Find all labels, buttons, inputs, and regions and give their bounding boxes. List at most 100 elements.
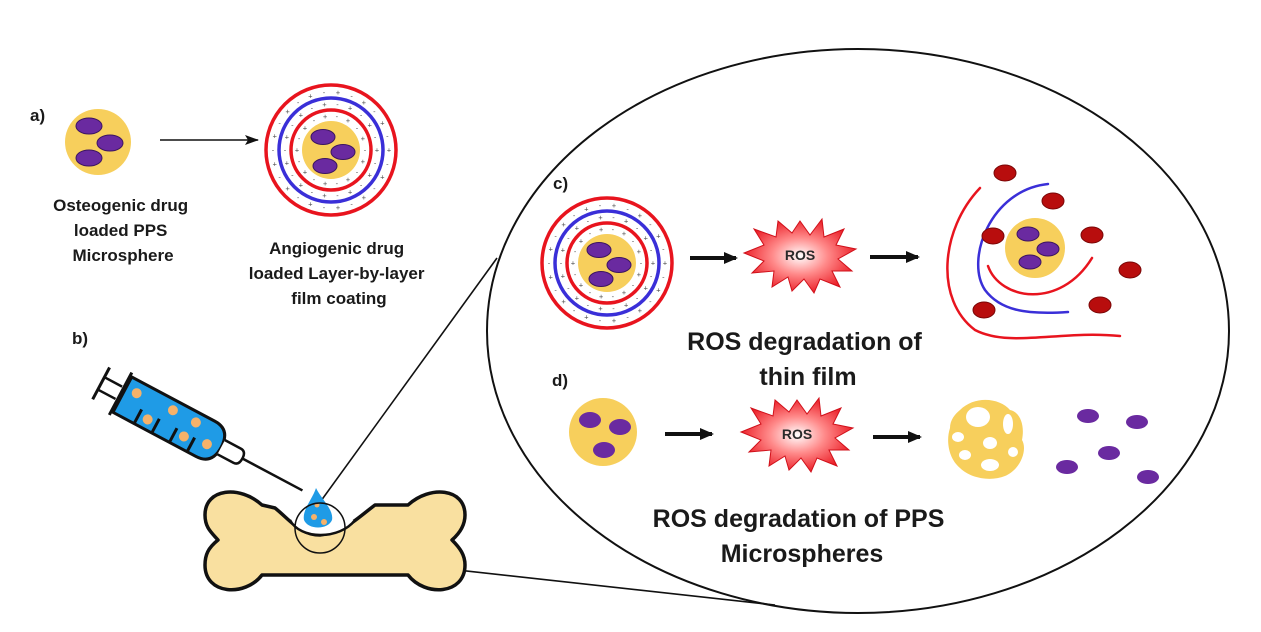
pps-microsphere	[569, 398, 637, 466]
charge-mark: -	[372, 108, 376, 116]
charge-mark: -	[639, 260, 643, 268]
charge-mark: +	[273, 133, 277, 141]
charge-mark: -	[373, 160, 377, 168]
charge-mark: +	[368, 122, 372, 130]
panel-d: d) ROS	[552, 371, 1159, 568]
charge-mark: +	[303, 168, 307, 176]
charge-mark: +	[561, 221, 565, 229]
charge-mark: -	[297, 135, 301, 143]
charge-mark: -	[573, 248, 577, 256]
charge-mark: -	[631, 238, 635, 246]
drug-particle	[609, 419, 631, 435]
charge-mark: -	[296, 99, 300, 107]
panel-a-letter: a)	[30, 106, 45, 125]
charge-mark: -	[572, 212, 576, 220]
charge-mark: +	[624, 301, 628, 309]
charge-mark: +	[598, 305, 602, 313]
charge-mark: -	[290, 122, 294, 130]
charge-mark: +	[575, 294, 579, 302]
drug-particle	[593, 442, 615, 458]
charge-mark: -	[312, 176, 316, 184]
panel-c-letter: c)	[553, 174, 568, 193]
pps-microsphere	[65, 109, 131, 175]
charge-mark: -	[373, 134, 377, 142]
charge-mark: +	[549, 246, 553, 254]
charge-mark: +	[651, 260, 655, 268]
charge-mark: -	[363, 147, 367, 155]
film-layer-middle	[277, 96, 385, 204]
degraded-microsphere	[948, 399, 1025, 479]
panel-d-letter: d)	[552, 371, 568, 390]
pps-microsphere	[1005, 218, 1065, 278]
charge-mark: +	[549, 273, 553, 281]
charge-mark: -	[335, 113, 339, 121]
charge-mark: -	[573, 271, 577, 279]
charge-mark: +	[346, 117, 350, 125]
charge-mark: -	[635, 294, 639, 302]
charge-mark: +	[638, 307, 642, 315]
charge-mark: -	[277, 120, 281, 128]
charge-mark: +	[361, 158, 365, 166]
charge-mark: +	[323, 113, 327, 121]
charge-mark: +	[362, 194, 366, 202]
drug-particle	[96, 134, 124, 152]
drug-particle	[310, 129, 336, 145]
charge-mark: -	[297, 158, 301, 166]
drug-particle	[1018, 254, 1042, 270]
charge-mark: -	[611, 214, 615, 222]
charge-mark: +	[571, 260, 575, 268]
ros-label: ROS	[782, 426, 812, 442]
charge-mark: -	[312, 117, 316, 125]
charge-mark: -	[586, 301, 590, 309]
charge-mark: +	[584, 314, 588, 322]
film-layer-inner	[565, 221, 649, 305]
charge-mark: +	[348, 105, 352, 113]
charge-mark: -	[661, 273, 665, 281]
charge-mark: -	[611, 305, 615, 313]
panel-c: c) +-+-+-+-+-+-+-+-+-+-+-+-+-+-+-+-+-+-+…	[540, 164, 1142, 391]
charge-mark: -	[648, 298, 652, 306]
charge-mark: +	[584, 205, 588, 213]
charge-mark: +	[579, 238, 583, 246]
charge-mark: -	[385, 160, 389, 168]
charge-mark: -	[649, 247, 653, 255]
charge-mark: +	[295, 147, 299, 155]
panel-b: b)	[72, 329, 467, 592]
charge-mark: +	[622, 289, 626, 297]
charge-mark: -	[553, 233, 557, 241]
charge-mark: +	[579, 281, 583, 289]
charge-mark: +	[308, 201, 312, 209]
charge-mark: -	[547, 260, 551, 268]
charge-mark: -	[625, 314, 629, 322]
drug-particle	[75, 149, 103, 167]
film-layer-middle	[553, 209, 661, 317]
charge-mark: -	[372, 185, 376, 193]
charge-mark: +	[612, 317, 616, 325]
drug-particle	[1016, 226, 1040, 242]
drug-particle	[75, 117, 103, 135]
callout-line-upper	[317, 257, 498, 506]
charge-mark: +	[624, 218, 628, 226]
charge-mark: -	[335, 101, 339, 109]
charge-mark: -	[322, 89, 326, 97]
charge-mark: +	[273, 160, 277, 168]
zoom-ellipse	[486, 48, 1230, 614]
charge-mark: +	[285, 134, 289, 142]
ros-burst-icon: ROS	[740, 397, 854, 473]
charge-mark: -	[296, 194, 300, 202]
charge-mark: -	[385, 133, 389, 141]
charge-mark: -	[625, 205, 629, 213]
charge-mark: +	[644, 235, 648, 243]
charge-mark: -	[310, 105, 314, 113]
charge-mark: +	[622, 230, 626, 238]
ros-burst-icon: ROS	[743, 218, 857, 294]
charge-mark: +	[637, 248, 641, 256]
charge-mark: +	[387, 147, 391, 155]
charge-mark: -	[349, 201, 353, 209]
drug-particle	[312, 158, 338, 174]
charge-mark: +	[656, 233, 660, 241]
charge-mark: +	[336, 204, 340, 212]
charge-mark: +	[561, 273, 565, 281]
charge-mark: -	[553, 287, 557, 295]
charge-mark: +	[575, 225, 579, 233]
